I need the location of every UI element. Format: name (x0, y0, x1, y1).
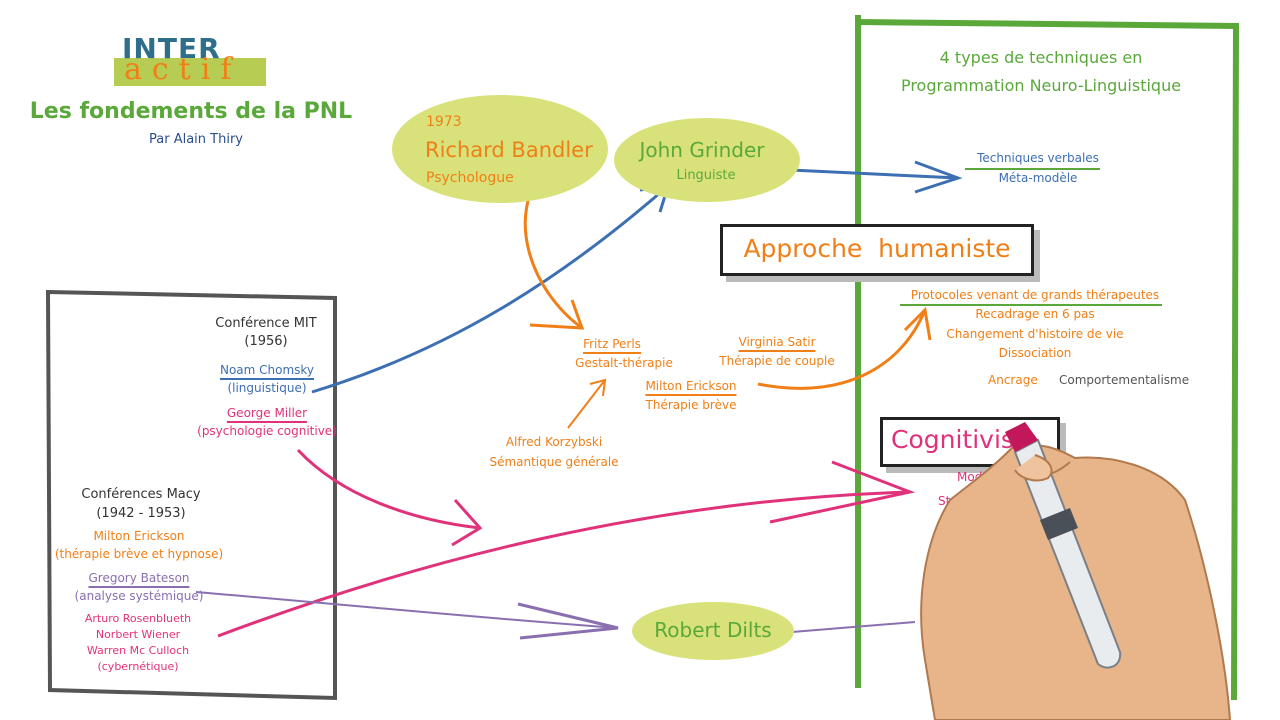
arrow-head (914, 160, 963, 194)
thumb-icon (1014, 454, 1053, 482)
arrow-therapists-protocols (757, 309, 927, 390)
right-panel-title-1: 4 types de techniques en (939, 48, 1143, 67)
bandler-name: Richard Bandler (425, 138, 593, 162)
bandler-role: Psychologue (426, 170, 514, 186)
macy-conference-title: Conférences Macy (81, 487, 201, 502)
right-panel-frame (855, 15, 1240, 701)
satir-field: Thérapie de couple (719, 354, 835, 368)
logo-top-text: INTER (122, 32, 221, 65)
arrow-korzybski-perls (567, 379, 606, 429)
protocols-title: Protocoles venant de grands thérapeutes (910, 288, 1160, 302)
arrow-dilts-right (791, 621, 916, 633)
arrow-head (517, 602, 619, 640)
korzybski-field: Sémantique générale (489, 455, 619, 469)
grinder-ellipse (614, 118, 800, 202)
korzybski-name: Alfred Korzybski (505, 435, 603, 449)
left-erickson-name: Milton Erickson (93, 529, 185, 543)
chomsky-field: (linguistique) (227, 381, 307, 395)
arrow-miller-center (296, 448, 481, 530)
protocols-item-3: Dissociation (998, 346, 1072, 360)
dilts-name: Robert Dilts (654, 618, 772, 642)
cyber-person-1: Arturo Rosenblueth (84, 612, 192, 625)
marker-tip-icon (1005, 422, 1038, 452)
humanist-box: Approche humaniste (720, 224, 1034, 276)
grinder-role: Linguiste (676, 168, 736, 183)
protocols-item-1: Recadrage en 6 pas (975, 307, 1095, 321)
arrow-head (769, 460, 916, 524)
arrow-head (589, 378, 607, 397)
left-panel-frame (45, 289, 337, 701)
author-credit: Par Alain Thiry (149, 132, 243, 147)
perls-field: Gestalt-thérapie (575, 356, 673, 370)
marker-icon (1013, 438, 1122, 669)
behaviorism-label: Comportementalisme (1059, 373, 1190, 387)
satir-name: Virginia Satir (738, 335, 816, 352)
perls-name: Fritz Perls (583, 337, 641, 354)
mit-conference-title: Conférence MIT (215, 316, 317, 331)
miller-field: (psychologie cognitive) (197, 424, 337, 438)
arrow-bateson-dilts (195, 591, 619, 629)
dilts-ellipse (632, 602, 794, 660)
miller-name: George Miller (226, 406, 308, 423)
marker-band-icon (1040, 508, 1078, 540)
bandler-ellipse (392, 95, 608, 203)
protocols-item-2: Changement d'histoire de vie (946, 327, 1124, 341)
arrow-cyber-cognitiv (217, 490, 911, 638)
arrow-head (903, 306, 932, 341)
page-title: Les fondements de la PNL (29, 99, 353, 124)
grinder-name: John Grinder (639, 138, 765, 162)
right-panel-title-2: Programmation Neuro-Linguistique (900, 76, 1182, 95)
center-erickson-name: Milton Erickson (645, 379, 737, 396)
ancrage-label: Ancrage (988, 373, 1038, 387)
chomsky-name: Noam Chomsky (219, 363, 315, 380)
arrow-head (529, 299, 585, 330)
arrow-head (451, 499, 483, 547)
arrow-chomsky-grinder (311, 184, 669, 394)
bateson-field: (analyse systémique) (74, 589, 204, 603)
center-erickson-field: Thérapie brève (645, 398, 737, 412)
cyber-field: (cybernétique) (97, 660, 179, 673)
logo-bar (114, 58, 266, 86)
humanist-label: Approche humaniste (743, 234, 1011, 263)
left-erickson-field: (thérapie brève et hypnose) (54, 547, 224, 561)
cyber-person-2: Norbert Wiener (95, 628, 181, 641)
verbal-sub: Méta-modèle (998, 171, 1078, 185)
bateson-name: Gregory Bateson (88, 571, 190, 588)
bandler-year: 1973 (426, 114, 462, 130)
cyber-person-3: Warren Mc Culloch (86, 644, 190, 657)
verbal-title: Techniques verbales (977, 151, 1099, 165)
logo-bottom-text: actif (124, 52, 242, 87)
macy-conference-years: (1942 - 1953) (96, 506, 186, 521)
mit-conference-year: (1956) (244, 334, 288, 349)
inter-actif-logo: INTER actif (114, 30, 266, 88)
cognitivism-label: Cognitivis (891, 425, 1014, 454)
